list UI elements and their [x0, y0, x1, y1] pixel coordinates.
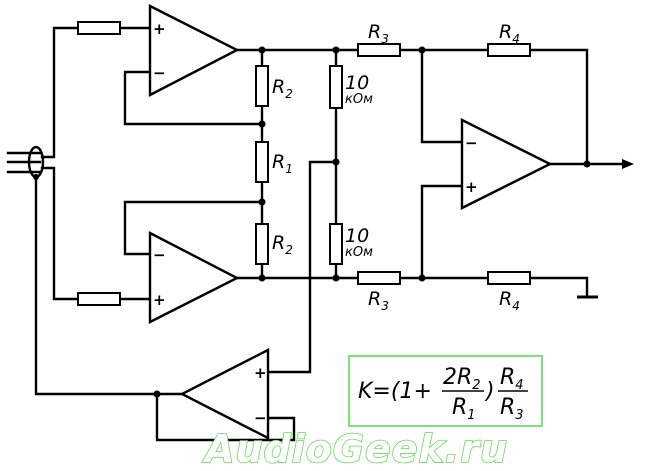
output-arrow-icon [622, 159, 634, 169]
junction-dot [332, 274, 340, 282]
label-r4-bottom: R4 [499, 288, 520, 313]
label-r1: R1 [272, 151, 293, 176]
a1-feedback-wire [123, 70, 264, 126]
opamp-a3-diff [460, 118, 553, 210]
component-labels: R2 R1 R2 10 кОм 10 кОм R3 R4 R3 R4 [272, 21, 520, 313]
shield-wire [34, 175, 184, 396]
formula-frac2-num: R4 [500, 365, 524, 393]
resistor-top-input [77, 21, 121, 35]
buffer-minus-sign: − [254, 409, 267, 427]
opamps [148, 4, 553, 440]
label-10k-top-value: 10 [345, 72, 369, 94]
a2-output-wire-3 [528, 276, 589, 298]
opamp-a2 [148, 231, 240, 324]
junction-dot [332, 46, 340, 54]
junction-dot [583, 160, 591, 168]
junctions [33, 46, 591, 398]
opamp-buffer [179, 348, 270, 440]
resistor-r4-top [487, 43, 531, 57]
gain-formula: K=(1+ 2R2 R1 ) R4 R3 [348, 355, 543, 427]
resistor-bottom-input [77, 292, 121, 306]
formula-close-paren: ) [484, 379, 495, 404]
a1-plus-sign: + [153, 20, 166, 38]
junction-dot [258, 46, 266, 54]
junction-dot [418, 274, 426, 282]
a2-plus-sign: + [153, 291, 166, 309]
resistor-r1 [255, 141, 269, 183]
buffer-feedback-wire [155, 392, 296, 442]
junction-dot [153, 390, 161, 398]
label-10k-top-unit: кОм [345, 92, 373, 107]
resistor-10k-bottom [329, 223, 343, 265]
resistor-r3-top [357, 43, 401, 57]
junction-dot [33, 174, 39, 180]
label-r4-top: R4 [499, 21, 520, 46]
midpoint-wire [266, 160, 338, 374]
opamp-a1 [148, 4, 240, 97]
label-10k-bottom-value: 10 [345, 225, 369, 247]
label-r3-bottom: R3 [368, 288, 389, 313]
resistor-10k-top [329, 65, 343, 109]
resistor-r2-bottom [255, 223, 269, 265]
junction-dot [332, 158, 340, 166]
buffer-plus-sign: + [254, 364, 267, 382]
label-r2-bottom: R2 [272, 232, 293, 257]
opamp-signs: + − − + − + + − [153, 20, 478, 427]
junction-dot [258, 274, 266, 282]
resistor-r2-top [255, 65, 269, 107]
formula-frac1-den: R1 [452, 395, 476, 423]
junction-dot [258, 120, 266, 128]
a3-minus-sign: − [465, 134, 478, 152]
bottom-input-wire [40, 166, 80, 301]
a2-minus-sign: − [153, 246, 166, 264]
label-r3-top: R3 [368, 21, 389, 46]
watermark: AudioGeek.ru [202, 427, 508, 471]
formula-lhs: K=(1+ [358, 379, 432, 404]
a2-feedback-wire [123, 200, 264, 256]
junction-dot [258, 198, 266, 206]
label-r2-top: R2 [272, 76, 293, 101]
resistor-r4-bottom [487, 271, 531, 285]
diff-plus-wire [420, 184, 464, 280]
label-10k-bottom-unit: кОм [345, 245, 373, 260]
formula-frac2-den: R3 [500, 395, 524, 423]
resistors [77, 21, 531, 306]
a3-plus-sign: + [465, 178, 478, 196]
formula-frac1-num: 2R2 [443, 365, 481, 393]
diff-minus-wire [420, 48, 464, 144]
junction-dot [418, 46, 426, 54]
resistor-r3-bottom [357, 271, 401, 285]
top-input-wire [40, 26, 80, 159]
a1-minus-sign: − [153, 64, 166, 82]
a1-output-wire-3 [528, 48, 589, 166]
